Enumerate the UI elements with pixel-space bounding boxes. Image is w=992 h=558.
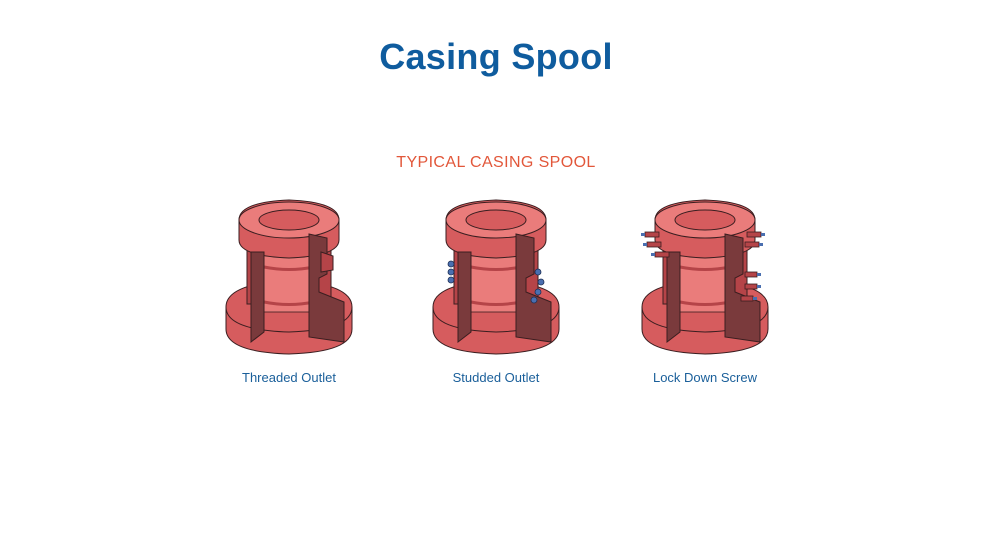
page-title: Casing Spool	[379, 36, 613, 77]
figure-caption: Studded Outlet	[452, 370, 540, 385]
studded-outlet-figure: Studded Outlet	[416, 192, 576, 397]
threaded-outlet-port	[320, 251, 334, 273]
lock-down-screw-figure: Lock Down Screw	[625, 192, 785, 397]
spool-body	[641, 199, 769, 355]
spool-body	[225, 199, 353, 355]
spool-body	[432, 199, 560, 355]
figure-caption: Threaded Outlet	[242, 370, 336, 385]
lock-down-screws	[641, 231, 765, 302]
figure-caption: Lock Down Screw	[652, 370, 758, 385]
casing-spool-studded-illustration	[432, 199, 560, 355]
threaded-outlet-figure: Threaded Outlet	[209, 192, 369, 397]
casing-spool-threaded-illustration	[225, 199, 353, 355]
casing-spool-lockdown-illustration	[641, 199, 769, 355]
studs	[447, 260, 545, 304]
diagram-subtitle: TYPICAL CASING SPOOL	[396, 154, 596, 171]
